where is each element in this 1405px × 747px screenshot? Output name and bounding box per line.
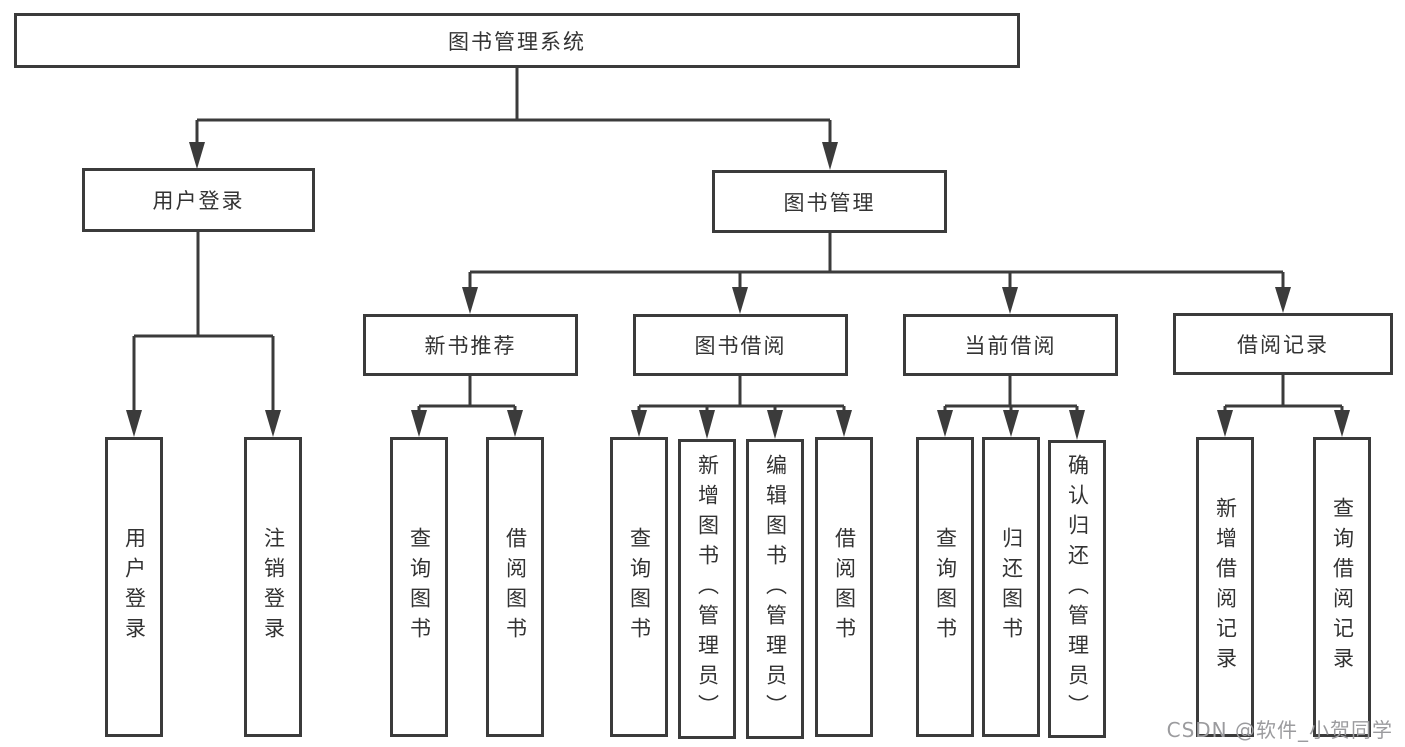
node-label: 图书借阅 <box>694 334 787 358</box>
node-label: 当前借阅 <box>964 334 1057 358</box>
csdn-watermark: CSDN @软件_小贺同学 <box>1166 718 1393 742</box>
node-label: 借阅记录 <box>1237 333 1329 357</box>
node-new-book-recommend: 新书推荐 <box>363 314 578 376</box>
node-leaf-query-borrow-record: 查询借阅记录 <box>1313 437 1371 737</box>
node-label: 借阅图书 <box>503 527 528 647</box>
node-leaf-borrow-books-borrowing: 借阅图书 <box>815 437 873 737</box>
node-book-management: 图书管理 <box>712 170 947 233</box>
node-library-management-system: 图书管理系统 <box>14 13 1020 68</box>
node-current-borrowing: 当前借阅 <box>903 314 1118 376</box>
node-label: 查询借阅记录 <box>1330 497 1355 677</box>
node-label: 新增借阅记录 <box>1213 497 1238 677</box>
node-leaf-user-login: 用户登录 <box>105 437 163 737</box>
node-user-login: 用户登录 <box>82 168 315 232</box>
node-leaf-add-borrow-record: 新增借阅记录 <box>1196 437 1254 737</box>
node-leaf-edit-books-admin: 编辑图书（管理员） <box>746 439 804 739</box>
node-label: 用户登录 <box>152 189 245 213</box>
node-label: 新书推荐 <box>424 334 517 358</box>
node-label: 用户登录 <box>122 527 147 647</box>
node-leaf-query-books-current: 查询图书 <box>916 437 974 737</box>
node-label: 借阅图书 <box>832 527 857 647</box>
node-label: 图书管理系统 <box>448 29 586 54</box>
node-label: 确认归还（管理员） <box>1065 454 1090 724</box>
node-label: 查询图书 <box>933 527 958 647</box>
node-leaf-logout: 注销登录 <box>244 437 302 737</box>
node-leaf-add-books-admin: 新增图书（管理员） <box>678 439 736 739</box>
node-label: 新增图书（管理员） <box>695 454 720 724</box>
node-leaf-query-books-borrowing: 查询图书 <box>610 437 668 737</box>
node-leaf-confirm-return-admin: 确认归还（管理员） <box>1048 440 1106 738</box>
node-borrowing-records: 借阅记录 <box>1173 313 1393 375</box>
node-leaf-borrow-books-recommend: 借阅图书 <box>486 437 544 737</box>
node-label: 归还图书 <box>999 527 1024 647</box>
node-label: 查询图书 <box>627 527 652 647</box>
node-book-borrowing: 图书借阅 <box>633 314 848 376</box>
node-leaf-return-books: 归还图书 <box>982 437 1040 737</box>
node-label: 图书管理 <box>783 190 876 215</box>
node-label: 注销登录 <box>261 527 286 647</box>
node-label: 查询图书 <box>407 527 432 647</box>
node-leaf-query-books-recommend: 查询图书 <box>390 437 448 737</box>
node-label: 编辑图书（管理员） <box>763 454 788 724</box>
